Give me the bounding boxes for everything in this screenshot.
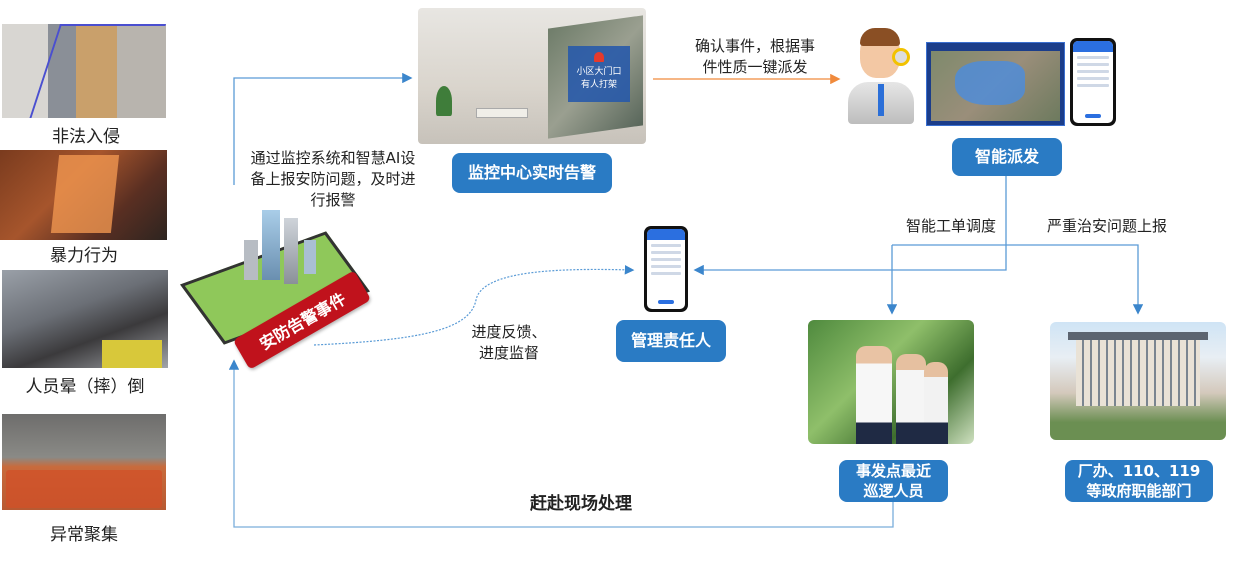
incident-label-intrusion: 非法入侵 — [52, 127, 120, 147]
report-note: 通过监控系统和智慧AI设 备上报安防问题，及时进 行报警 — [250, 149, 416, 209]
onsite-handling-note: 赶赴现场处理 — [530, 494, 632, 514]
incident-label-fallen: 人员晕（摔）倒 — [25, 377, 145, 397]
dispatch-phone — [1070, 38, 1116, 126]
alarm-light-icon — [594, 52, 604, 62]
incident-label-crowd: 异常聚集 — [50, 525, 118, 545]
crowd-photo — [2, 414, 166, 510]
government-departments-button[interactable]: 厂办、110、119 等政府职能部门 — [1065, 460, 1213, 502]
feedback-note: 进度反馈、 进度监督 — [471, 323, 547, 362]
arrow-onsite-return — [228, 359, 894, 528]
government-building-photo — [1050, 322, 1226, 440]
dispatch-map-dashboard — [926, 42, 1065, 126]
manager-button[interactable]: 管理责任人 — [616, 320, 726, 362]
patrol-staff-photo — [808, 320, 974, 444]
incident-label-violence: 暴力行为 — [50, 246, 118, 266]
arrow-dispatch-to-manager — [693, 173, 1007, 276]
city-illustration — [180, 210, 370, 345]
confirm-note: 确认事件，根据事 件性质一键派发 — [694, 37, 815, 76]
violence-photo — [0, 150, 167, 240]
patrol-staff-button[interactable]: 事发点最近 巡逻人员 — [839, 460, 948, 502]
operator-headset-icon — [846, 26, 916, 124]
workorder-note: 智能工单调度 — [905, 217, 996, 235]
monitor-center-photo: 小区大门口 有人打架 — [418, 8, 646, 144]
smart-dispatch-button[interactable]: 智能派发 — [952, 138, 1062, 176]
monitor-center-alarm-button[interactable]: 监控中心实时告警 — [452, 153, 612, 193]
arrow-to-gov — [892, 244, 1144, 315]
alarm-screen: 小区大门口 有人打架 — [568, 46, 630, 102]
intrusion-photo — [2, 24, 166, 118]
fallen-photo — [2, 270, 168, 368]
serious-report-note: 严重治安问题上报 — [1046, 217, 1167, 235]
manager-phone — [644, 226, 688, 312]
arrow-feedback — [313, 265, 635, 346]
arrow-report-to-monitor — [233, 72, 413, 185]
